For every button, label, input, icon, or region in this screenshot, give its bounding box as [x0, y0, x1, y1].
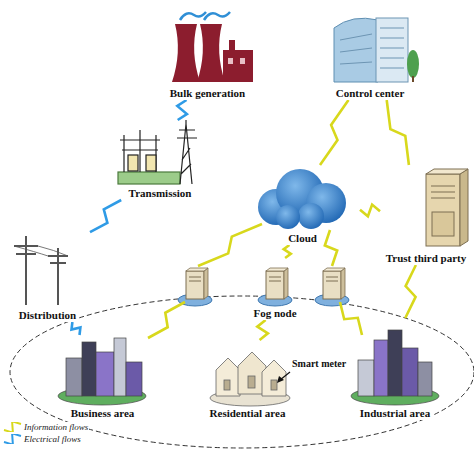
- icon-node: Bulk generation: [160, 5, 255, 100]
- legend-row: Information flows: [3, 421, 89, 433]
- lightning-flow: [198, 224, 262, 266]
- cloud-icon: [258, 169, 346, 229]
- legend-text: Information flows: [23, 422, 89, 433]
- legend-bolt: [4, 434, 21, 444]
- node-label: Distribution: [17, 309, 78, 322]
- lightning-flow: [284, 245, 291, 258]
- icon-node: Transmission: [110, 120, 210, 200]
- lightning-flow: [177, 100, 187, 120]
- lightning-flow: [90, 200, 121, 232]
- callout-label: Smart meter: [291, 358, 347, 370]
- legend-bolt: [4, 422, 21, 432]
- lightning-flow: [148, 302, 185, 338]
- icon-node: Distribution: [5, 230, 90, 322]
- lightning-flow: [405, 265, 416, 318]
- houses-icon: [210, 352, 290, 406]
- node-label: Residential area: [208, 407, 288, 420]
- substation-icon: [118, 120, 197, 184]
- icon-node: Business area: [45, 335, 160, 420]
- icon-node: Fog node: [245, 258, 305, 320]
- legend-row: Electrical flows: [3, 433, 89, 445]
- node-label: Trust third party: [384, 252, 468, 265]
- node-label: Control center: [334, 87, 407, 100]
- industrial-buildings-icon: [351, 330, 439, 405]
- power-plant-icon: [172, 12, 253, 82]
- legend: Information flowsElectrical flows: [3, 421, 89, 445]
- business-buildings-icon: [58, 338, 146, 405]
- lightning-flow: [320, 100, 349, 165]
- lightning-flow: [387, 100, 409, 165]
- icon-node: Cloud: [245, 165, 360, 245]
- leader-arrow: [277, 376, 284, 383]
- lightning-flow: [340, 302, 362, 335]
- legend-text: Electrical flows: [23, 434, 82, 445]
- node-label: Cloud: [286, 232, 319, 245]
- icon-node: Residential area: [205, 340, 290, 420]
- node-label: Business area: [69, 407, 137, 420]
- icon-node: Industrial area: [345, 318, 445, 420]
- legend-swatch: [3, 434, 23, 444]
- lightning-flow: [360, 205, 380, 217]
- fog-server-icon: [258, 268, 292, 306]
- icon-node: Trust third party: [380, 165, 472, 265]
- node-label: Bulk generation: [168, 87, 247, 100]
- node-label: Industrial area: [358, 407, 432, 420]
- control-building-icon: [334, 18, 419, 82]
- fog-server-icon: [178, 268, 212, 306]
- lightning-flow: [72, 322, 81, 335]
- icon-node: Control center: [320, 2, 420, 100]
- node-label: Fog node: [251, 307, 298, 320]
- area-outline: [10, 296, 474, 448]
- node-label: Transmission: [127, 187, 194, 200]
- fog-server-icon: [315, 268, 349, 306]
- lightning-flow: [257, 320, 268, 340]
- server-icon: [426, 169, 468, 246]
- lightning-flow: [325, 230, 337, 266]
- pole-icon: [14, 236, 68, 305]
- legend-swatch: [3, 422, 23, 432]
